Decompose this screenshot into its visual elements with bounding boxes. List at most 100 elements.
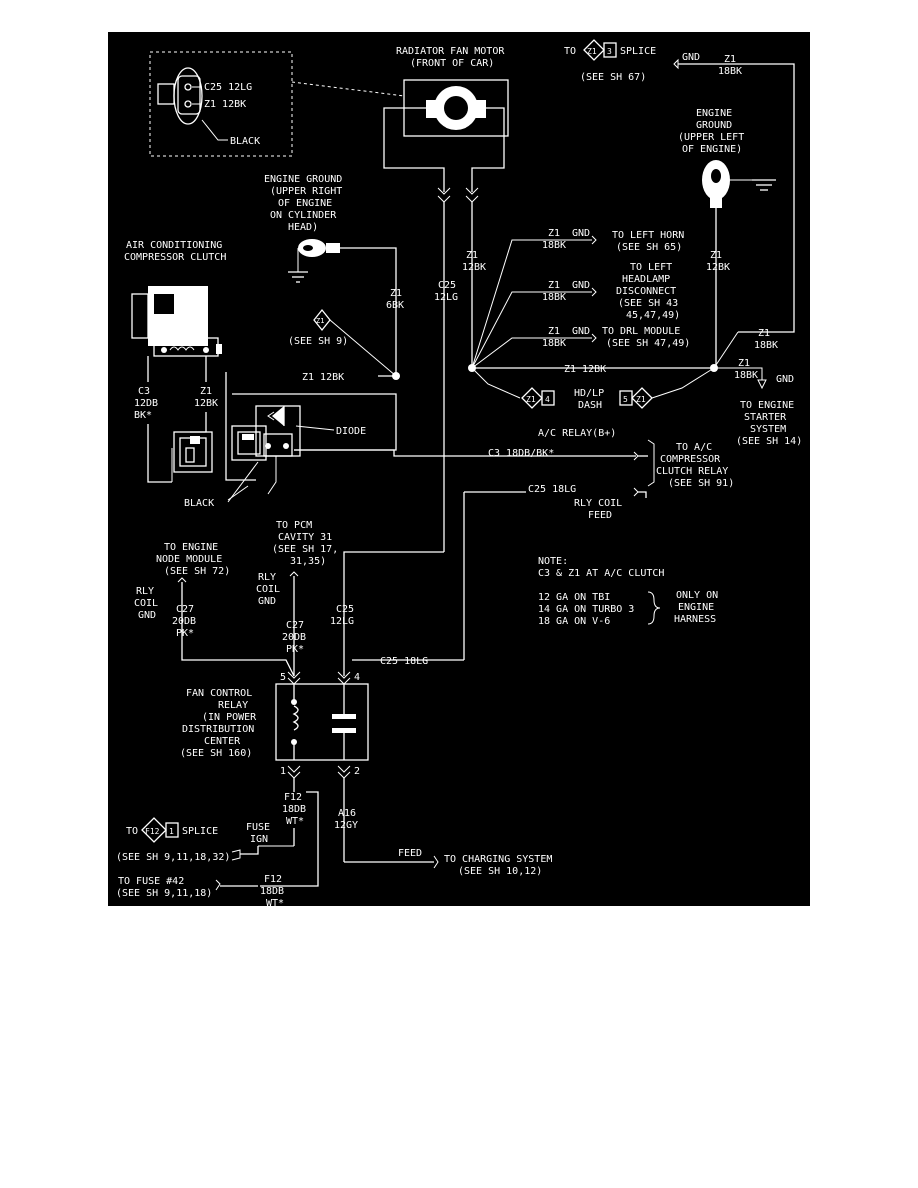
callout-color-label: BLACK [230,136,260,147]
starter-gnd: GND [776,374,794,385]
branch2-to1: TO LEFT [630,262,672,273]
ground-branches: Z1 18BK GND TO LEFT HORN (SEE SH 65) Z1 … [471,228,690,369]
note: NOTE: C3 & Z1 AT A/C CLUTCH 12 GA ON TBI… [538,556,718,627]
wire-c27-left-b: 20DB [172,616,196,627]
node-l1: TO ENGINE [164,542,218,553]
connector-icon [157,67,203,125]
branch2-wire2: 18BK [542,292,566,303]
fuse-splice-id: F12 [145,827,160,836]
eg-left-l3: (UPPER LEFT [678,132,744,143]
fuse42-l2: (SEE SH 9,11,18) [116,888,212,899]
wire-a16-b: 12GY [334,820,358,831]
charging-lines: A16 12GY FEED TO CHARGING SYSTEM (SEE SH… [334,778,552,877]
relay-coil-icon [291,684,299,760]
diode-connector [231,405,301,461]
wire-f12-a: F12 [284,792,302,803]
ground-symbol-icon [288,248,308,283]
eg-right-l1: ENGINE GROUND [264,174,342,185]
splice-top-id: Z1 [587,47,597,56]
diode-label: DIODE [336,426,366,437]
see-sh-9: (SEE SH 9) [288,336,348,347]
fuse-splice-see: (SEE SH 9,11,18,32) [116,852,230,863]
eg-right-wire-b: 6BK [386,300,404,311]
wire-c27-right-a: C27 [286,620,304,631]
node-l3: (SEE SH 72) [164,566,230,577]
starter-l2: STARTER [744,412,787,423]
charging-feed: FEED [398,848,422,859]
eg-left-wire-b: 12BK [706,262,730,273]
eg-left-l4: OF ENGINE) [682,144,742,155]
hdlp-right-id: Z1 [636,395,646,404]
z1-diamond-id: Z1 [316,317,324,325]
splice-top-wire1: Z1 [724,54,736,65]
wire-c27-left-a: C27 [176,604,194,615]
branch3-to2: (SEE SH 47,49) [606,338,690,349]
wire-f12-b2-b: 18DB [260,886,284,897]
wiring-diagram: C25 12LG Z1 12BK BLACK RADIATOR FAN MOTO… [108,32,810,909]
motor-title: RADIATOR FAN MOTOR [396,46,505,57]
callout-dashed-box [149,51,293,157]
wire-z1-12bk-bus: Z1 12BK [564,364,606,375]
ac-relay-rly2: FEED [588,510,612,521]
relay-l1: FAN CONTROL [186,688,252,699]
headlamp-see2: 45,47,49) [626,310,680,321]
ring-terminal-icon [702,160,730,208]
wire-z1-right-a: Z1 [758,328,770,339]
ac-relay-to4: (SEE SH 91) [668,478,734,489]
wire-c25-lower-a: C25 [336,604,354,615]
starter-l1: TO ENGINE [740,400,794,411]
radiator-fan-motor: RADIATOR FAN MOTOR (FRONT OF CAR) [383,46,509,203]
ring-terminal-icon [298,239,340,257]
hdlp-dash: Z1 4 HD/LP DASH 5 Z1 [471,367,715,411]
wire-f12-b2-a: F12 [264,874,282,885]
hdlp-left-num: 4 [545,395,550,404]
branch3-gnd: GND [572,326,590,337]
hdlp-left-id: Z1 [526,395,536,404]
ac-clutch-l1: AIR CONDITIONING [126,240,222,251]
wire-c27-left-c: PK* [176,628,194,639]
splice-top-num: 3 [607,47,612,56]
eg-left-l1: ENGINE [696,108,732,119]
starter-l3: SYSTEM [750,424,786,435]
branch2-gnd: GND [572,280,590,291]
ac-clutch-l2: COMPRESSOR CLUTCH [124,252,226,263]
wire-f12-b2-c: WT* [266,898,284,906]
branch2-to3: DISCONNECT [616,286,676,297]
relay-pin1: 1 [280,766,286,777]
wire-z1-label-b: 12BK [462,262,486,273]
wire-z1-clutch-b: 12BK [194,398,218,409]
diagram-background [108,32,810,906]
engine-ground-left: ENGINE GROUND (UPPER LEFT OF ENGINE) Z1 … [678,108,776,368]
ac-compressor-clutch: AIR CONDITIONING COMPRESSOR CLUTCH C3 12… [124,240,226,483]
connector-callout: C25 12LG Z1 12BK BLACK [149,51,405,157]
wire-a16-a: A16 [338,808,356,819]
callout-leader [291,81,405,97]
fuse-ign-2: IGN [250,834,268,845]
eg-left-wire-a: Z1 [710,250,722,261]
wire-c3-label-c: BK* [134,410,152,421]
relay-l5: CENTER [204,736,241,747]
eg-left-l2: GROUND [696,120,732,131]
branch1-gnd: GND [572,228,590,239]
wire-c25-label-b: 12LG [434,292,458,303]
motor-icon [426,86,486,130]
note-r3: HARNESS [674,614,716,625]
relay-l2: RELAY [218,700,248,711]
relay-pin4: 4 [354,672,360,683]
starter-l4: (SEE SH 14) [736,436,802,447]
fuse-splice-label: SPLICE [182,826,218,837]
eg-right-l3: OF ENGINE [278,198,332,209]
hdlp-right-num: 5 [623,395,628,404]
eg-right-l2: (UPPER RIGHT [270,186,342,197]
branch3-to1: TO DRL MODULE [602,326,680,337]
wire-z1-gnd-a: Z1 [738,358,750,369]
note-title: NOTE: [538,556,568,567]
clutch-connector-icon [173,431,213,473]
headlamp-see1: (SEE SH 43 [618,298,678,309]
node-r3: GND [138,610,156,621]
wire-f12-b: 18DB [282,804,306,815]
wire-c27-right-b: 20DB [282,632,306,643]
ac-relay-to3: CLUTCH RELAY [656,466,728,477]
callout-pin1-label: C25 12LG [204,82,252,93]
engine-ground-right: ENGINE GROUND (UPPER RIGHT OF ENGINE ON … [264,174,404,383]
